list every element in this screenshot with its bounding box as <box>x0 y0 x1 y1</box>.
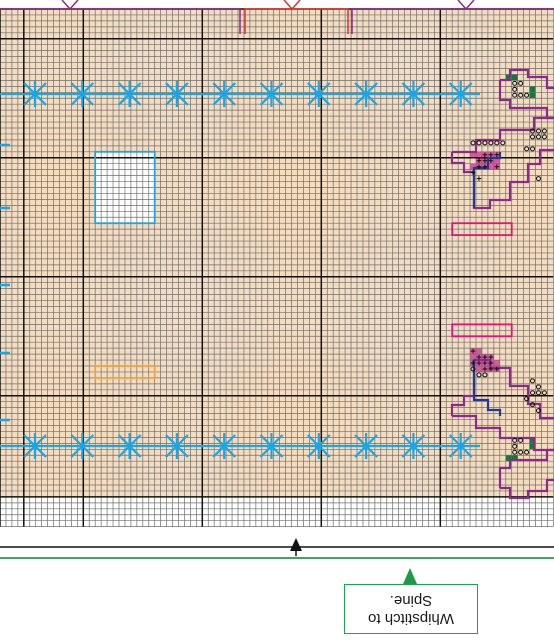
pink-stitch <box>494 360 500 366</box>
window-cell <box>101 164 107 170</box>
pink-stitch <box>476 366 482 372</box>
window-cell <box>143 158 149 164</box>
window-cell <box>131 170 137 176</box>
whipstitch-note-box: Whipstitch to Spine. <box>344 584 478 634</box>
window-cell <box>125 182 131 188</box>
green-stitch <box>530 92 536 98</box>
window-cell <box>125 170 131 176</box>
window-cell <box>113 176 119 182</box>
window-cell <box>113 205 119 211</box>
window-cell <box>107 176 113 182</box>
window-cell <box>113 170 119 176</box>
window-cell <box>107 158 113 164</box>
window-cell <box>119 176 125 182</box>
window-cell <box>119 188 125 194</box>
window-cell <box>143 199 149 205</box>
window-cell <box>101 170 107 176</box>
window-cell <box>113 158 119 164</box>
window-cell <box>143 182 149 188</box>
window-cell <box>113 193 119 199</box>
window-cell <box>137 211 143 217</box>
window-cell <box>113 164 119 170</box>
window-cell <box>107 205 113 211</box>
green-stitch <box>530 86 536 92</box>
window-cell <box>137 182 143 188</box>
window-cell <box>137 188 143 194</box>
whipstitch-note: Whipstitch to Spine. <box>345 585 477 633</box>
window-cell <box>131 193 137 199</box>
window-cell <box>107 188 113 194</box>
window-cell <box>131 211 137 217</box>
window-cell <box>101 182 107 188</box>
window-cell <box>143 211 149 217</box>
window-cell <box>131 158 137 164</box>
window-cell <box>143 164 149 170</box>
window-cell <box>101 158 107 164</box>
window-cell <box>107 193 113 199</box>
window-cell <box>107 211 113 217</box>
window-cell <box>143 205 149 211</box>
window-cell <box>107 182 113 188</box>
window-cell <box>137 193 143 199</box>
window-cell <box>137 205 143 211</box>
window-cell <box>131 176 137 182</box>
window-cell <box>125 158 131 164</box>
window-cell <box>131 199 137 205</box>
window-cell <box>101 205 107 211</box>
window-cell <box>137 158 143 164</box>
window-cell <box>119 158 125 164</box>
window-cell <box>119 205 125 211</box>
window-cell <box>101 188 107 194</box>
pink-stitch <box>476 348 482 354</box>
window-cell <box>125 176 131 182</box>
window-cell <box>107 170 113 176</box>
window-cell <box>137 170 143 176</box>
window-cell <box>119 211 125 217</box>
window-cell <box>101 176 107 182</box>
window-cell <box>125 205 131 211</box>
note-line-1: Whipstitch to <box>368 609 454 627</box>
spine-arrow <box>290 538 302 551</box>
window-cell <box>119 182 125 188</box>
window-cell <box>119 170 125 176</box>
window-cell <box>143 170 149 176</box>
green-stitch <box>512 74 518 80</box>
window-cell <box>119 164 125 170</box>
window-cell <box>125 188 131 194</box>
window-cell <box>131 188 137 194</box>
window-cell <box>143 193 149 199</box>
window-cell <box>137 176 143 182</box>
window-cell <box>131 164 137 170</box>
window-cell <box>107 164 113 170</box>
window-cell <box>125 211 131 217</box>
window-cell <box>119 193 125 199</box>
whipstitch-arrow <box>403 568 417 584</box>
window-cell <box>137 199 143 205</box>
window-cell <box>143 188 149 194</box>
window-cell <box>113 211 119 217</box>
window-cell <box>125 164 131 170</box>
note-line-2: Spine. <box>390 591 433 609</box>
window-cell <box>137 164 143 170</box>
window-cell <box>125 193 131 199</box>
window-cell <box>101 199 107 205</box>
window-cell <box>125 199 131 205</box>
window-cell <box>119 199 125 205</box>
window-cell <box>101 193 107 199</box>
window-cell <box>131 205 137 211</box>
window-cell <box>131 182 137 188</box>
window-cell <box>143 176 149 182</box>
window-cell <box>113 182 119 188</box>
window-cell <box>101 211 107 217</box>
window-cell <box>113 188 119 194</box>
window-cell <box>113 199 119 205</box>
window-cell <box>107 199 113 205</box>
